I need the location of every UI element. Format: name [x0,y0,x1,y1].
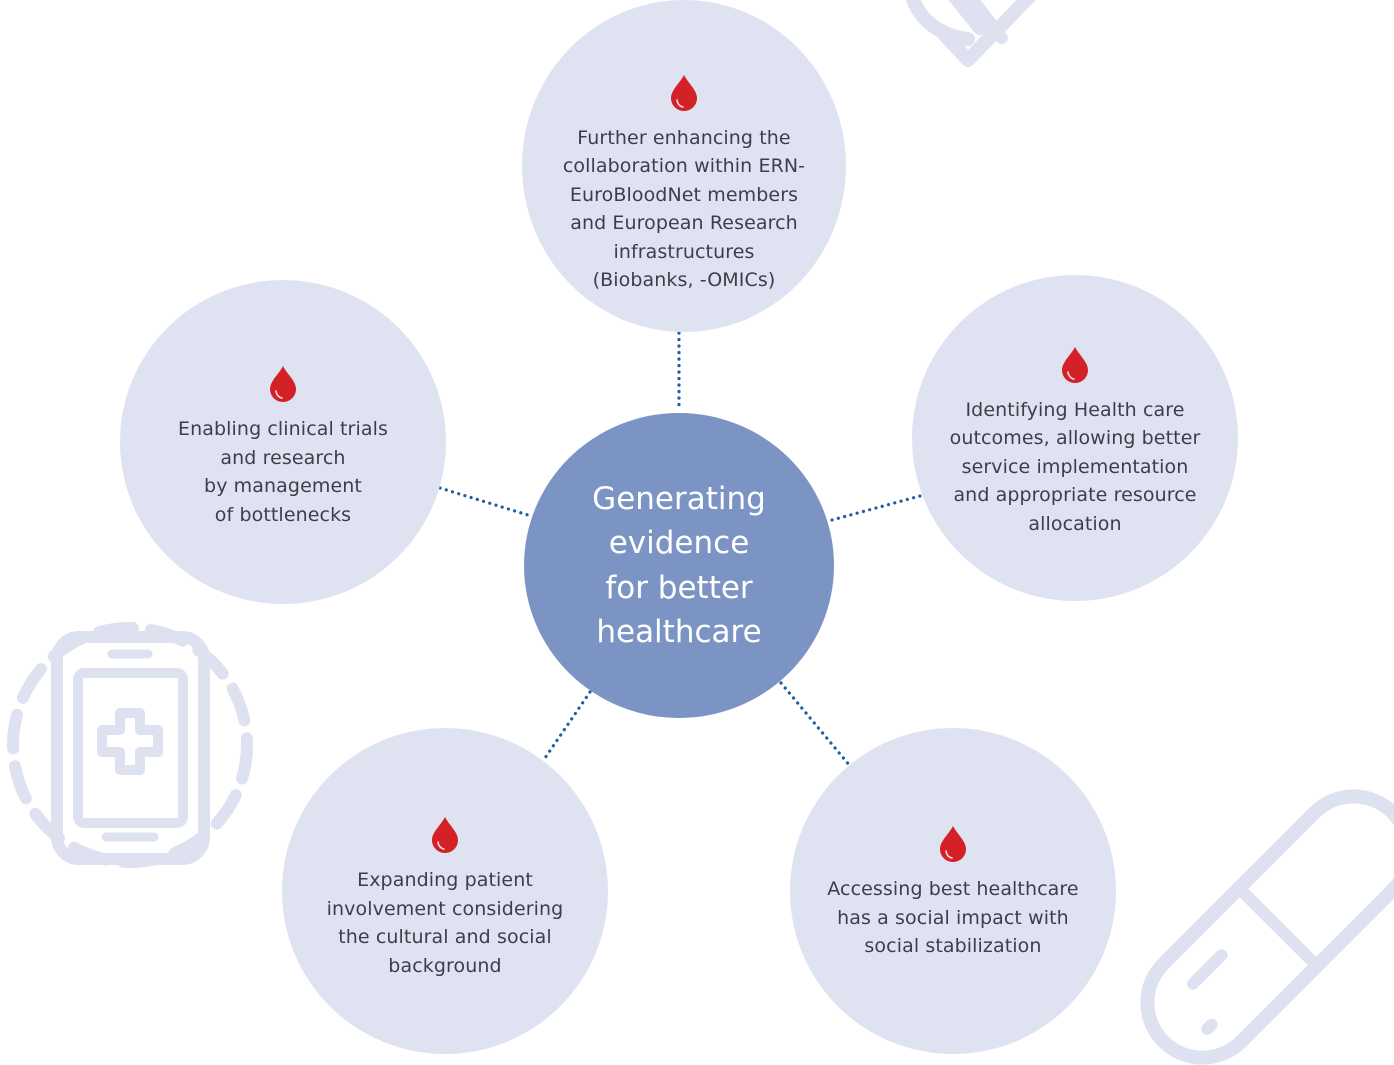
blood-drop-icon [432,817,458,853]
center-title: Generating evidence for better healthcar… [592,480,766,651]
mobile-health-icon [7,622,253,868]
node-right-text: Identifying Health care outcomes, allowi… [949,398,1201,535]
capsule-icon [1140,789,1394,1065]
node-bottom-left: Expanding patient involvement considerin… [282,728,608,1054]
node-left: Enabling clinical trials and research by… [120,280,446,604]
blood-drop-icon [940,826,966,863]
connector-bottom-left [543,690,592,760]
blood-drop-icon [1062,346,1088,383]
node-top-text: Further enhancing the collaboration with… [562,126,806,292]
node-bottom-right: Accessing best healthcare has a social i… [790,728,1116,1054]
center-hub: Generating evidence for better healthcar… [524,413,834,718]
capsule-icon [905,0,1036,67]
connector-right [830,494,922,522]
blood-drop-icon [671,74,697,111]
node-right: Identifying Health care outcomes, allowi… [912,275,1238,601]
connector-left [438,486,530,517]
node-left-text: Enabling clinical trials and research by… [178,418,388,526]
node-bottom-right-text: Accessing best healthcare has a social i… [827,878,1079,958]
connector-bottom-right [779,681,852,768]
node-bottom-left-text: Expanding patient involvement considerin… [326,869,564,977]
blood-drop-icon [270,366,296,402]
node-top: Further enhancing the collaboration with… [522,0,846,332]
